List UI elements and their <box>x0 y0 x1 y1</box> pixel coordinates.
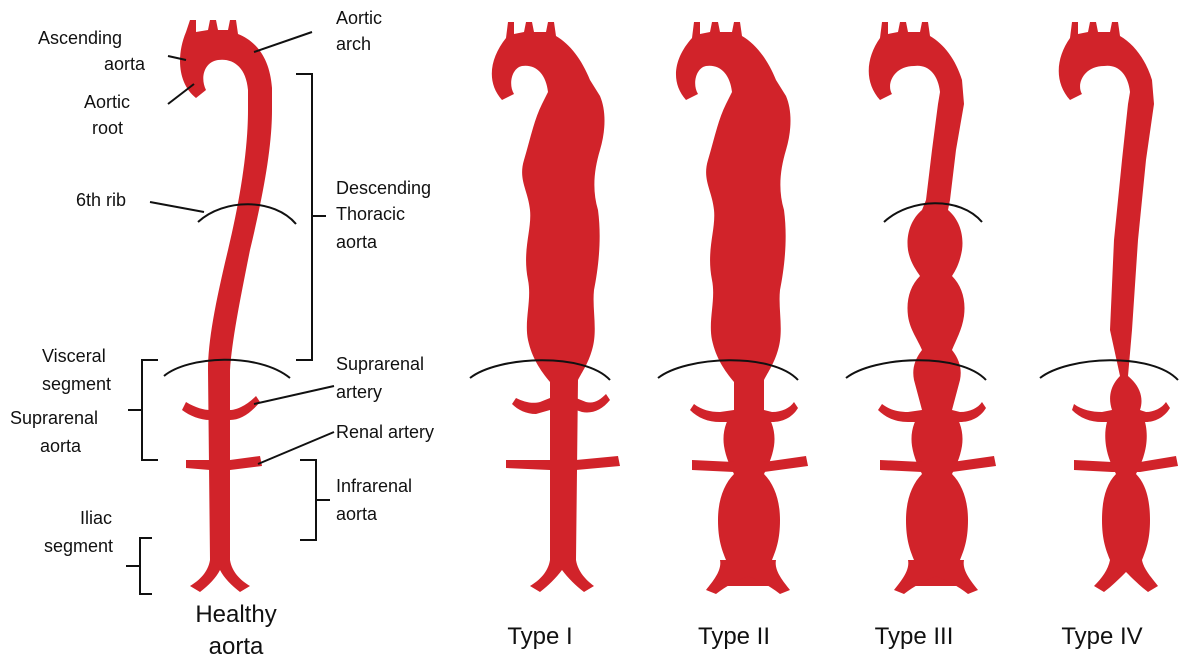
renal-artery-leader <box>258 432 334 464</box>
type-3-aorta <box>869 22 968 586</box>
label-iliac-line2: segment <box>44 536 113 556</box>
label-iliac-line1: Iliac <box>80 508 112 528</box>
label-aortic-root-line1: Aortic <box>84 92 130 112</box>
caption-healthy-line1: Healthy <box>195 601 276 628</box>
label-ascending-aorta-line1: Ascending <box>38 28 122 48</box>
label-descending-line1: Descending <box>336 178 431 198</box>
caption-type-4: Type IV <box>1061 623 1142 650</box>
label-visceral-line2: segment <box>42 374 111 394</box>
healthy-aorta-figure: Ascending aorta Aortic arch Aortic root … <box>10 8 434 660</box>
label-infrarenal-line1: Infrarenal <box>336 476 412 496</box>
label-visceral-line1: Visceral <box>42 346 106 366</box>
caption-healthy-line2: aorta <box>209 633 264 660</box>
label-ascending-aorta-line2: aorta <box>104 54 146 74</box>
type-1-figure: Type I <box>470 22 620 650</box>
type-2-figure: Type II <box>658 22 808 650</box>
label-aortic-root-line2: root <box>92 118 123 138</box>
label-descending-line3: aorta <box>336 232 378 252</box>
type-1-aorta <box>492 22 605 592</box>
label-6th-rib: 6th rib <box>76 190 126 210</box>
label-aortic-arch-line1: Aortic <box>336 8 382 28</box>
type-3-figure: Type III <box>846 22 996 650</box>
aortic-arch-leader <box>254 32 312 52</box>
label-suprarenal-aorta-line1: Suprarenal <box>10 408 98 428</box>
caption-type-1: Type I <box>507 623 572 650</box>
type-4-figure: Type IV <box>1040 22 1178 650</box>
visceral-suprarenal-bracket <box>128 360 158 460</box>
sixth-rib-leader <box>150 202 204 212</box>
label-suprarenal-artery-line1: Suprarenal <box>336 354 424 374</box>
type-4-visceral-arc <box>1040 360 1178 380</box>
type-4-aorta <box>1059 22 1158 592</box>
descending-thoracic-bracket <box>296 74 326 360</box>
type-1-suprarenal-branches <box>576 394 610 413</box>
type-2-aorta <box>676 22 791 586</box>
label-infrarenal-line2: aorta <box>336 504 378 524</box>
suprarenal-artery-leader <box>254 386 334 404</box>
infrarenal-bracket <box>300 460 330 540</box>
healthy-aortic-arch <box>180 20 272 592</box>
label-aortic-arch-line2: arch <box>336 34 371 54</box>
aortic-root-leader <box>168 84 194 104</box>
label-descending-line2: Thoracic <box>336 204 405 224</box>
label-suprarenal-aorta-line2: aorta <box>40 436 82 456</box>
label-suprarenal-artery-line2: artery <box>336 382 382 402</box>
caption-type-2: Type II <box>698 623 770 650</box>
label-renal-artery: Renal artery <box>336 422 434 442</box>
caption-type-3: Type III <box>875 623 954 650</box>
iliac-bracket <box>126 538 152 594</box>
